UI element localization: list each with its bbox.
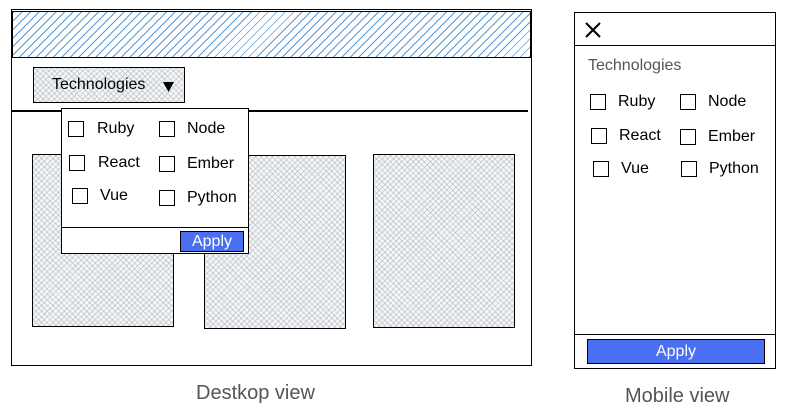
mobile-option-label-node: Node (708, 93, 747, 110)
desktop-caption: Destkop view (196, 382, 315, 404)
checkbox-python[interactable] (159, 190, 175, 206)
option-label-ruby: Ruby (97, 120, 135, 137)
mobile-option-label-python: Python (709, 160, 759, 177)
checkbox-ember[interactable] (159, 156, 175, 172)
dropdown-label: Technologies (52, 76, 146, 93)
mobile-section-title: Technologies (588, 57, 682, 74)
mobile-apply-button[interactable]: Apply (587, 339, 765, 364)
mobile-window: Technologies Ruby Node React Ember Vue P… (574, 12, 776, 369)
close-icon[interactable] (584, 21, 602, 39)
mobile-checkbox-vue[interactable] (593, 161, 609, 177)
mobile-option-label-vue: Vue (621, 160, 649, 177)
desktop-divider (11, 110, 528, 112)
desktop-apply-button[interactable]: Apply (180, 231, 244, 252)
mobile-option-label-ember: Ember (708, 128, 756, 145)
option-label-python: Python (187, 189, 237, 206)
mobile-footer-divider (575, 334, 775, 335)
mobile-option-label-ruby: Ruby (618, 93, 656, 110)
content-card-3 (373, 154, 515, 328)
option-label-ember: Ember (187, 155, 235, 172)
panel-divider (62, 227, 248, 228)
mobile-checkbox-node[interactable] (680, 94, 696, 110)
checkbox-ruby[interactable] (68, 121, 84, 137)
checkbox-vue[interactable] (72, 188, 88, 204)
technologies-dropdown[interactable]: Technologies (33, 67, 185, 103)
checkbox-react[interactable] (69, 155, 85, 171)
option-label-node: Node (187, 120, 226, 137)
checkbox-node[interactable] (159, 121, 175, 137)
dropdown-arrow-icon (163, 82, 174, 92)
mobile-checkbox-ruby[interactable] (590, 94, 606, 110)
mobile-header-divider (575, 45, 775, 46)
mobile-checkbox-react[interactable] (591, 128, 607, 144)
mobile-checkbox-python[interactable] (681, 161, 697, 177)
option-label-vue: Vue (100, 187, 128, 204)
dropdown-panel: Ruby Node React Ember Vue Python Apply (61, 108, 249, 254)
option-label-react: React (98, 154, 140, 171)
mobile-checkbox-ember[interactable] (680, 129, 696, 145)
desktop-header-banner (12, 11, 531, 58)
mobile-option-label-react: React (619, 127, 661, 144)
mobile-caption: Mobile view (625, 385, 730, 407)
